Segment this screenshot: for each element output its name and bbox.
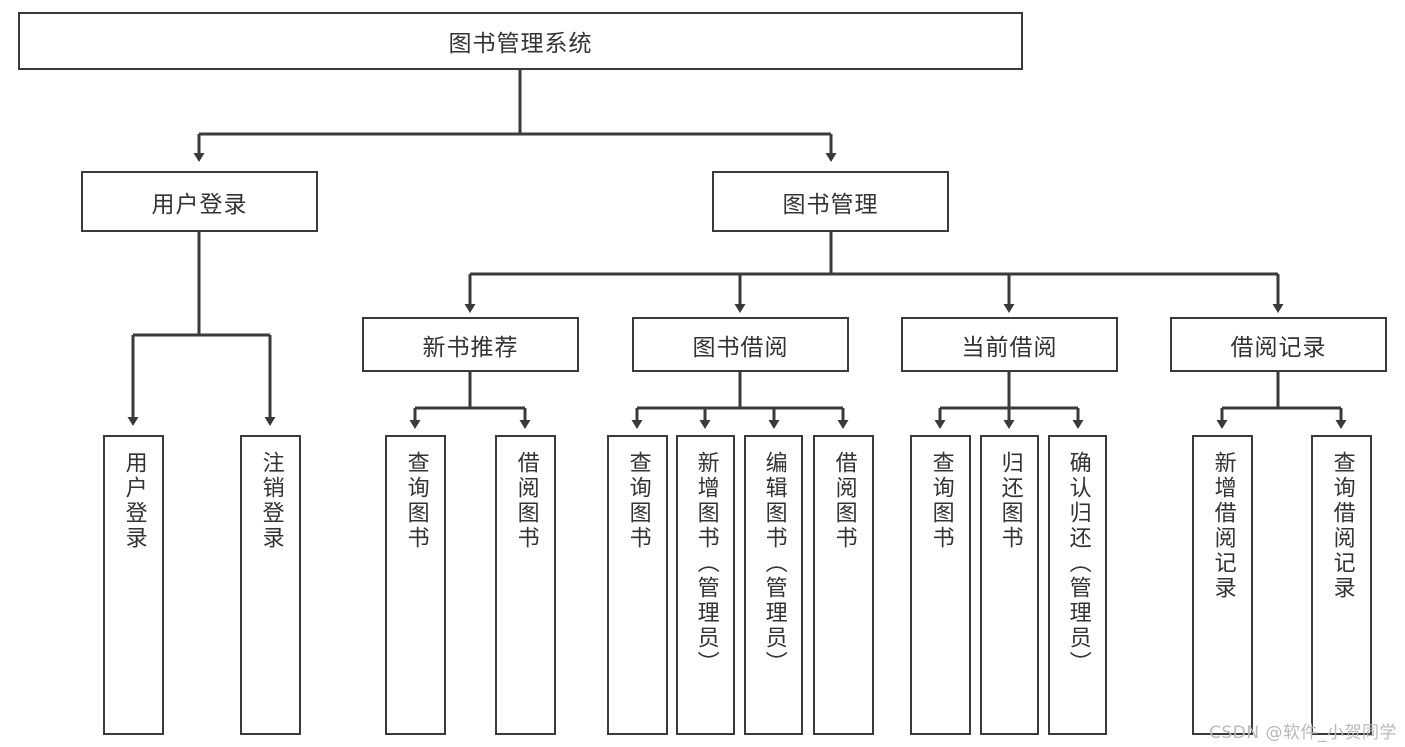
leaf-label: 用户登录 (121, 451, 147, 551)
leaf-current-borrow-query[interactable]: 查询图书 (910, 435, 971, 735)
leaf-user-login-logout[interactable]: 注销登录 (240, 435, 301, 735)
leaf-label: 注销登录 (258, 451, 284, 551)
node-book-borrow[interactable]: 图书借阅 (632, 317, 849, 372)
node-user-login[interactable]: 用户登录 (81, 171, 318, 232)
leaf-borrow-record-query[interactable]: 查询借阅记录 (1311, 435, 1372, 735)
leaf-label: 编辑图书（管理员） (761, 451, 787, 676)
node-root-system[interactable]: 图书管理系统 (18, 12, 1023, 70)
node-new-book-recommend[interactable]: 新书推荐 (362, 317, 579, 372)
node-borrow-record-label: 借阅记录 (1230, 334, 1327, 361)
leaf-borrow-record-add[interactable]: 新增借阅记录 (1192, 435, 1253, 735)
node-borrow-record[interactable]: 借阅记录 (1170, 317, 1387, 372)
leaf-label: 新增借阅记录 (1210, 451, 1236, 601)
node-user-login-label: 用户登录 (151, 191, 248, 218)
leaf-user-login-login[interactable]: 用户登录 (103, 435, 164, 735)
leaf-label: 借阅图书 (513, 451, 539, 551)
leaf-label: 查询图书 (625, 451, 651, 551)
leaf-label: 查询图书 (928, 451, 954, 551)
leaf-book-borrow-query[interactable]: 查询图书 (607, 435, 668, 735)
leaf-label: 查询借阅记录 (1329, 451, 1355, 601)
leaf-new-book-borrow[interactable]: 借阅图书 (495, 435, 556, 735)
leaf-label: 新增图书（管理员） (693, 451, 719, 676)
leaf-label: 借阅图书 (831, 451, 857, 551)
node-current-borrow[interactable]: 当前借阅 (901, 317, 1118, 372)
node-root-system-label: 图书管理系统 (448, 31, 593, 57)
node-book-borrow-label: 图书借阅 (692, 334, 789, 361)
node-book-management-label: 图书管理 (782, 191, 879, 218)
leaf-current-borrow-return[interactable]: 归还图书 (980, 435, 1039, 735)
watermark: CSDN @软件_小贺同学 (1209, 723, 1397, 743)
node-book-management[interactable]: 图书管理 (712, 171, 949, 232)
leaf-current-borrow-confirm[interactable]: 确认归还（管理员） (1048, 435, 1107, 735)
node-new-book-recommend-label: 新书推荐 (422, 334, 519, 361)
leaf-label: 查询图书 (403, 451, 429, 551)
leaf-book-borrow-add[interactable]: 新增图书（管理员） (676, 435, 735, 735)
node-current-borrow-label: 当前借阅 (961, 334, 1058, 361)
leaf-book-borrow-borrow[interactable]: 借阅图书 (813, 435, 874, 735)
leaf-new-book-query[interactable]: 查询图书 (385, 435, 446, 735)
leaf-book-borrow-edit[interactable]: 编辑图书（管理员） (744, 435, 803, 735)
leaf-label: 归还图书 (997, 451, 1023, 551)
leaf-label: 确认归还（管理员） (1065, 451, 1091, 676)
